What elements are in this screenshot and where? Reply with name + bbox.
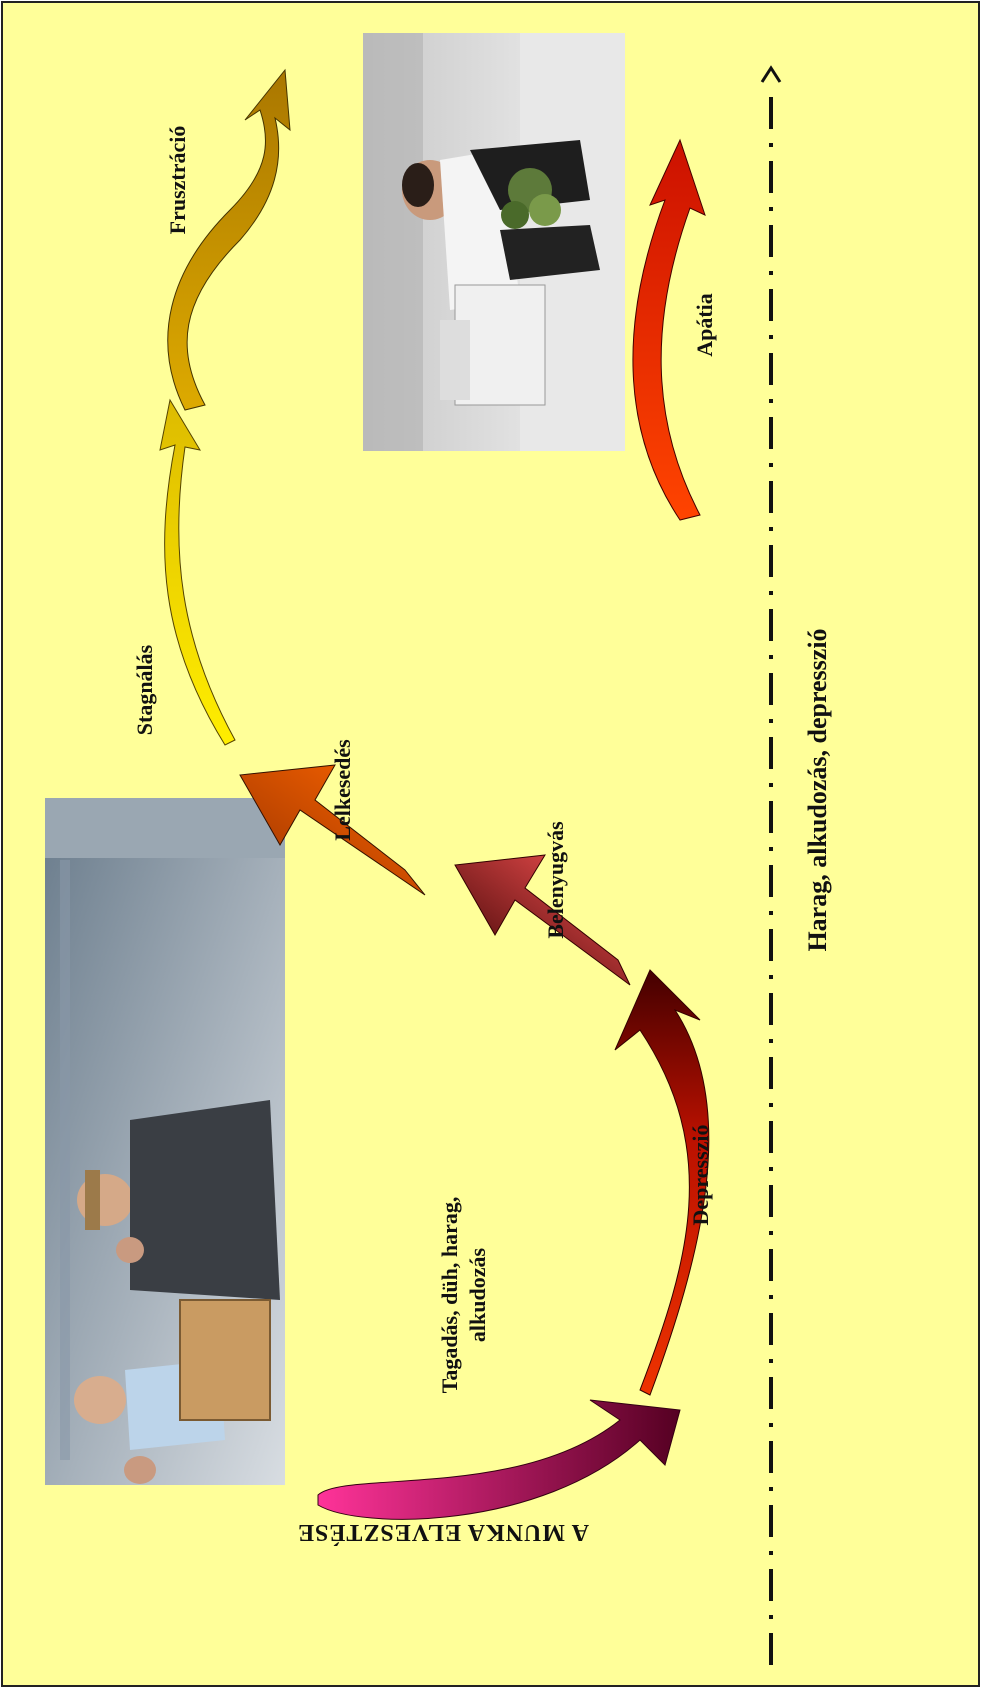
label-belenyugvas: Belenyugvás bbox=[543, 821, 568, 939]
arrow-apatia bbox=[632, 138, 706, 521]
label-tagadas-line1: Tagadás, düh, harag, bbox=[437, 1197, 462, 1394]
timeline-label: Harag, alkudozás, depresszió bbox=[803, 628, 832, 951]
photo-man-sitting bbox=[363, 33, 625, 451]
label-lelkesedes: Lelkesedés bbox=[330, 739, 355, 841]
label-stagnalas: Stagnálás bbox=[132, 644, 157, 735]
arrow-lelkesedes bbox=[239, 764, 426, 896]
label-depresszio: Depresszió bbox=[688, 1124, 713, 1225]
arrow-depresszio bbox=[614, 969, 710, 1396]
arrow-frusztracio bbox=[167, 68, 291, 411]
timeline-arrowhead bbox=[760, 65, 782, 83]
label-tagadas-line2: alkudozás bbox=[465, 1247, 490, 1342]
arrow-stagnalas bbox=[159, 398, 236, 746]
arrow-belenyugvas bbox=[454, 854, 631, 986]
arrow-tagadas bbox=[317, 1399, 681, 1520]
label-apatia: Apátia bbox=[692, 293, 717, 357]
label-frusztracio: Frusztráció bbox=[165, 126, 190, 235]
photo-office-workers bbox=[45, 798, 285, 1485]
diagram-title: A MUNKA ELVESZTÉSE bbox=[297, 1519, 589, 1545]
